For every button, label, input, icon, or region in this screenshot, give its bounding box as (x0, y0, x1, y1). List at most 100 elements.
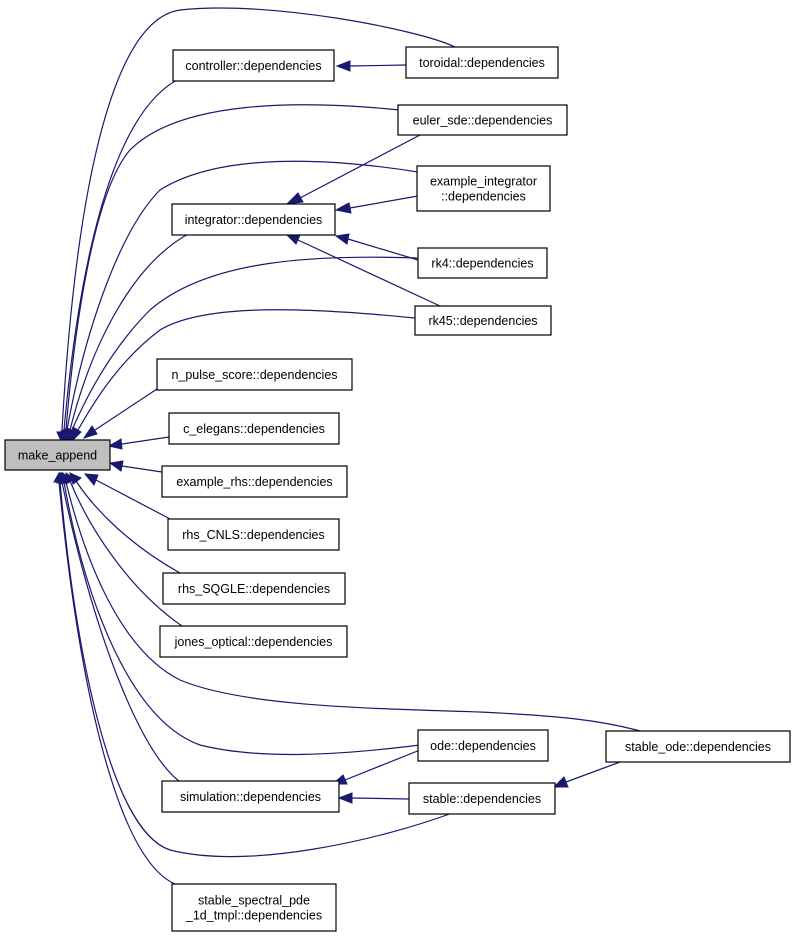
node-label: n_pulse_score::dependencies (171, 368, 337, 382)
node-box (4, 439, 111, 471)
edge-line (65, 481, 641, 732)
node-rhs-SQGLE[interactable]: rhs_SQGLE::dependencies (162, 572, 346, 605)
edge-line (59, 481, 456, 858)
node-label: rhs_SQGLE::dependencies (178, 582, 330, 596)
node-box (417, 247, 548, 279)
edge-ode-to-make_append (58, 471, 421, 756)
edge-stable-to-simulation (337, 792, 410, 804)
edge-example_rhs-to-make_append (108, 460, 163, 473)
node-label: jones_optical::dependencies (174, 635, 333, 649)
edge-line (121, 436, 170, 445)
node-label: _1d_tmpl::dependencies (185, 909, 322, 923)
edge-rk4-to-integrator (334, 233, 419, 261)
node-integrator[interactable]: integrator::dependencies (171, 203, 336, 236)
edge-line (349, 195, 419, 209)
node-c-elegans[interactable]: c_elegans::dependencies (168, 412, 340, 445)
node-label: c_elegans::dependencies (183, 422, 325, 436)
node-make-append[interactable]: make_append (4, 439, 111, 471)
edge-line (299, 134, 421, 199)
node-label: example_rhs::dependencies (176, 475, 332, 489)
node-box (171, 203, 336, 236)
edge-line (95, 479, 173, 521)
node-box (405, 46, 559, 79)
node-ode[interactable]: ode::dependencies (417, 729, 549, 762)
edge-line (63, 481, 421, 756)
node-controller[interactable]: controller::dependencies (172, 49, 335, 82)
edge-line (71, 256, 419, 431)
edge-line (66, 160, 419, 431)
node-stable[interactable]: stable::dependencies (408, 782, 556, 815)
node-stable-ode[interactable]: stable_ode::dependencies (605, 730, 791, 763)
node-box (417, 729, 549, 762)
arrowhead-icon (53, 472, 65, 483)
edge-line (351, 797, 410, 800)
node-label: simulation::dependencies (180, 790, 321, 804)
arrowhead-icon (337, 792, 353, 804)
node-label: euler_sde::dependencies (413, 114, 553, 128)
edge-toroidal-to-controller (335, 60, 407, 72)
node-label: rk45::dependencies (428, 314, 537, 328)
edge-line (65, 104, 401, 431)
node-box (172, 49, 335, 82)
edge-line (77, 309, 416, 431)
arrowhead-icon (285, 192, 304, 205)
arrowhead-icon (69, 426, 82, 445)
arrowhead-icon (334, 233, 350, 245)
edge-euler_sde-to-integrator (285, 134, 421, 205)
node-box (161, 465, 348, 498)
edge-integrator-to-make_append (64, 232, 191, 445)
edge-line (344, 749, 421, 781)
arrowhead-icon (334, 202, 352, 214)
node-label: toroidal::dependencies (419, 56, 545, 70)
node-box (171, 883, 337, 932)
node-stable-spectral[interactable]: stable_spectral_pde_1d_tmpl::dependencie… (171, 883, 337, 932)
edge-line (347, 238, 419, 261)
node-box (167, 518, 340, 551)
edge-euler_sde-to-make_append (60, 104, 401, 445)
arrowhead-icon (107, 438, 123, 450)
node-box (168, 412, 340, 445)
node-example-rhs[interactable]: example_rhs::dependencies (161, 465, 348, 498)
arrowhead-icon (552, 776, 569, 788)
node-box (397, 104, 568, 136)
node-example-integrator[interactable]: example_integrator::dependencies (416, 165, 551, 212)
edge-line (349, 64, 407, 67)
edge-n_pulse_score-to-make_append (82, 386, 161, 439)
node-jones-optical[interactable]: jones_optical::dependencies (159, 625, 348, 658)
node-box (159, 625, 348, 658)
node-rhs-CNLS[interactable]: rhs_CNLS::dependencies (167, 518, 340, 551)
node-label: rk4::dependencies (431, 257, 533, 271)
node-rk45[interactable]: rk45::dependencies (414, 305, 552, 336)
node-box (605, 730, 791, 763)
node-simulation[interactable]: simulation::dependencies (161, 780, 340, 813)
edge-line (69, 232, 191, 431)
arrowhead-icon (335, 60, 351, 72)
node-label: integrator::dependencies (185, 213, 323, 227)
node-n-pulse-score[interactable]: n_pulse_score::dependencies (156, 358, 353, 391)
edge-example_integrator-to-integrator (334, 195, 419, 214)
node-toroidal[interactable]: toroidal::dependencies (405, 46, 559, 79)
node-box (156, 358, 353, 391)
node-label: example_integrator (430, 175, 537, 189)
edge-line (61, 481, 186, 786)
node-box (408, 782, 556, 815)
edge-c_elegans-to-make_append (107, 436, 170, 450)
edge-line (63, 76, 184, 431)
node-box (414, 305, 552, 336)
edge-rk45-to-make_append (69, 309, 416, 445)
node-label: rhs_CNLS::dependencies (182, 528, 324, 542)
node-rk4[interactable]: rk4::dependencies (417, 247, 548, 279)
edge-stable_ode-to-make_append (60, 471, 641, 732)
node-label: ode::dependencies (430, 739, 536, 753)
node-euler-sde[interactable]: euler_sde::dependencies (397, 104, 568, 136)
edge-line (58, 481, 176, 885)
node-box (162, 572, 346, 605)
edge-line (121, 465, 163, 473)
node-label: stable_ode::dependencies (625, 740, 771, 754)
edge-line (94, 386, 161, 431)
arrowhead-icon (82, 425, 98, 439)
node-label: ::dependencies (441, 190, 526, 204)
edge-line (75, 480, 181, 574)
edge-line (297, 239, 441, 307)
